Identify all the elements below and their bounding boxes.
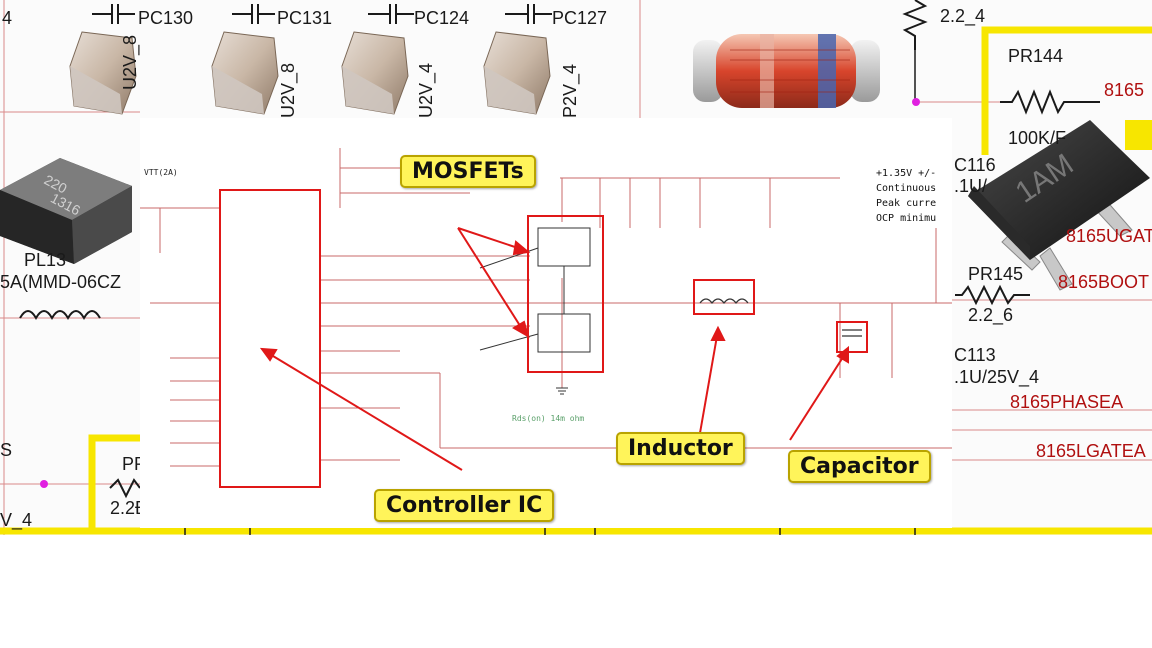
bottom-left-resistor (109, 478, 141, 499)
inductor-box (693, 279, 755, 315)
pc124-label: PC124 (414, 8, 470, 28)
yellow-highlight-block (1125, 120, 1152, 150)
top-right-resistor-value: 2.2_4 (940, 6, 986, 26)
bottom-left-s: S (0, 440, 13, 460)
pr144-resistor (1000, 89, 1100, 115)
melf-component-photo (693, 34, 880, 108)
pl13-inductor-symbol (19, 310, 101, 321)
red-arrows (259, 227, 849, 471)
vertical-value-2: U2V_8 (278, 62, 298, 118)
pr144-value: 100K/F (1008, 128, 1067, 148)
net-8165phasea: 8165PHASEA (1010, 392, 1124, 412)
pc127-label: PC127 (552, 8, 608, 28)
bottom-left-v4: V_4 (0, 510, 33, 530)
vertical-value-1: U2V_8 (120, 34, 140, 90)
red-highlight-boxes (219, 189, 868, 488)
output-capacitor-symbol (842, 329, 862, 337)
inductor-callout: Inductor (616, 432, 745, 465)
top-right-resistor (902, 0, 928, 50)
c116-value: .1U/ (954, 176, 988, 196)
pl13-label: PL13 (24, 250, 67, 270)
pc130-label: PC130 (138, 8, 194, 28)
vtt-label: VTT(2A) (144, 168, 178, 177)
vertical-value-3: U2V_4 (416, 62, 436, 118)
junction-dot-top (912, 98, 920, 106)
net-8165-top: 8165 (1104, 80, 1145, 100)
inductor-symbol (699, 298, 749, 304)
mosfets-callout: MOSFETs (400, 155, 536, 188)
top-left-digit: 4 (2, 8, 13, 28)
yellow-highlight-traces (0, 26, 1152, 535)
pl13-rating: 5A(MMD-06CZ (0, 272, 122, 292)
sot23-transistor-photo (968, 120, 1150, 291)
pr145-label: PR145 (968, 264, 1024, 284)
net-8165lgatea: 8165LGATEA (1036, 441, 1146, 461)
capacitor-box (836, 321, 868, 353)
junction-dot-bottom (40, 480, 48, 488)
c116-label: C116 (954, 155, 996, 175)
pr144-label: PR144 (1008, 46, 1064, 66)
voltage-note-line-2: Continuous (876, 183, 937, 194)
voltage-note-line-4: OCP minimu (876, 213, 937, 224)
net-8165boot: 8165BOOT (1058, 272, 1150, 292)
vertical-value-4: P2V_4 (560, 63, 580, 118)
power-inductor-photo (0, 158, 132, 264)
pr145-value: 2.2_6 (968, 305, 1014, 325)
voltage-note-line-3: Peak curre (876, 198, 937, 209)
voltage-note-line-1: +1.35V +/- (876, 168, 937, 179)
capacitor-callout: Capacitor (788, 450, 931, 483)
net-8165ugate: 8165UGATE (1066, 226, 1152, 246)
pc131-label: PC131 (277, 8, 333, 28)
top-capacitor-symbols (92, 4, 552, 24)
mlcc-capacitor-photos (69, 31, 551, 115)
rds-on-note: Rds(on) 14m ohm (512, 414, 585, 423)
c113-value: .1U/25V_4 (954, 367, 1040, 387)
c113-label: C113 (954, 345, 996, 365)
controller-ic-callout: Controller IC (374, 489, 555, 522)
mosfets-box (527, 215, 604, 373)
mosfet-wiring (479, 227, 591, 353)
ground-symbols (556, 387, 568, 395)
background-wiring (0, 0, 1152, 535)
pr145-resistor (955, 284, 1030, 306)
controller-ic-box (219, 189, 321, 488)
